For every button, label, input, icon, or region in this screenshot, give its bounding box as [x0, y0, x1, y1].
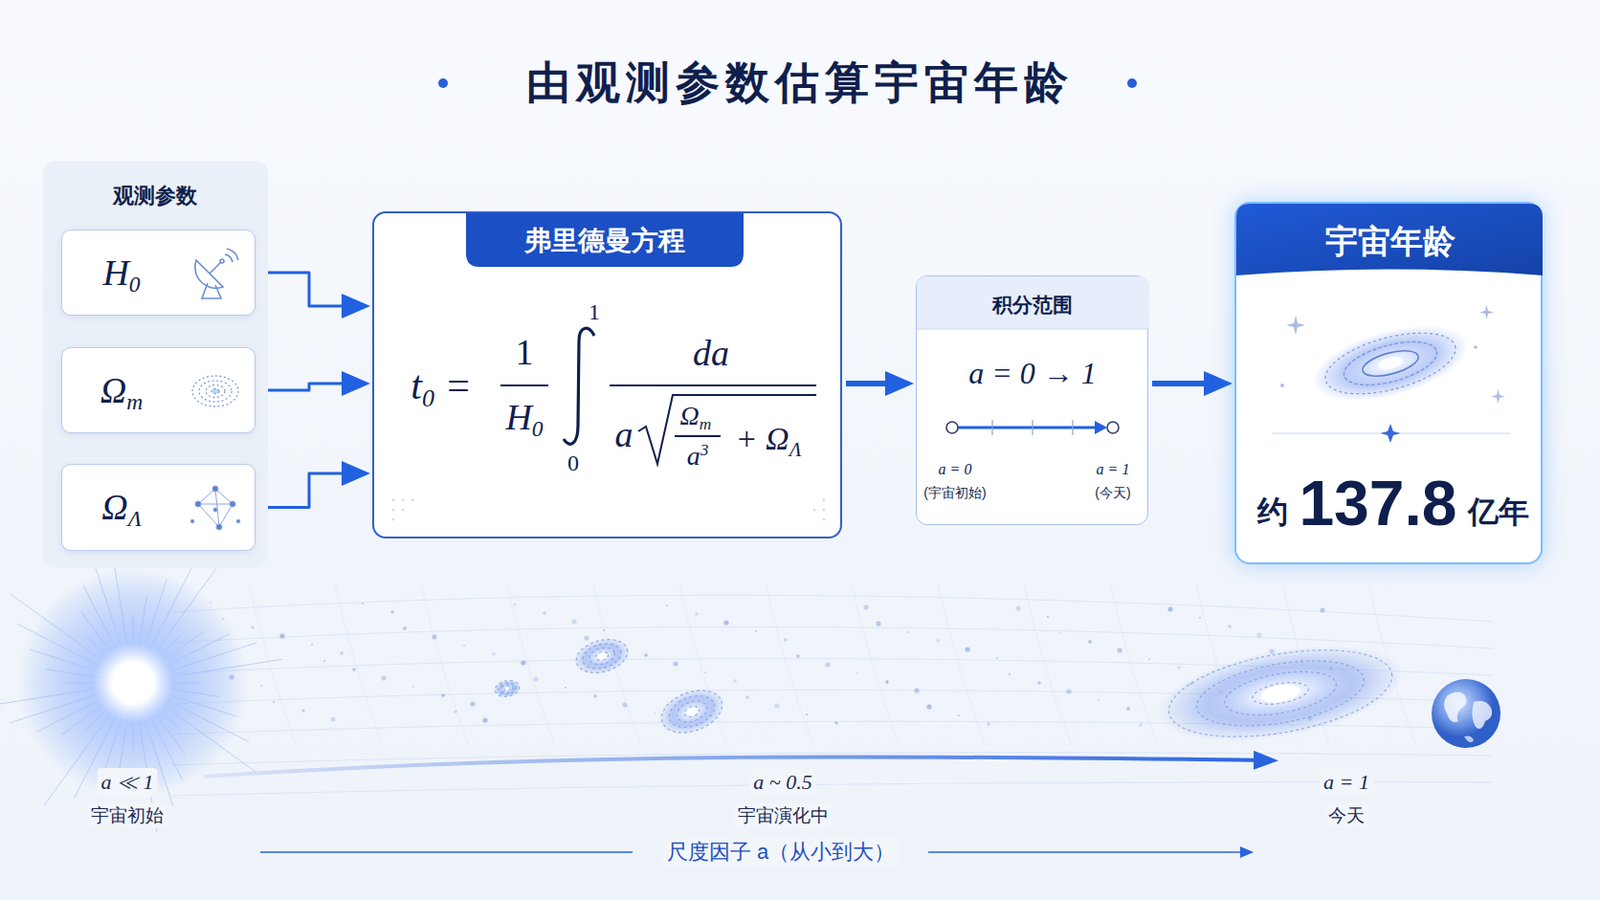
axis-note: (今天) — [1094, 485, 1131, 501]
flow-arrow — [845, 380, 899, 387]
scale-label: a ≪ 1 — [97, 768, 158, 798]
parameter-box: ΩΛ — [61, 464, 256, 552]
equation-box: 弗里德曼方程 t0 = 1H0 1 0 da a Ωm a3 + ΩΛ — [372, 211, 843, 539]
formula-term: 1 — [515, 332, 534, 375]
formula-term: t0 = — [410, 362, 472, 409]
formula-term: + ΩΛ — [735, 420, 802, 458]
scale-label: a ~ 0.5 — [749, 770, 816, 796]
range-heading: 积分范围 — [992, 293, 1073, 317]
flow-arrow — [255, 473, 356, 509]
network-graphic — [62, 465, 255, 551]
formula-term: H0 — [505, 397, 543, 440]
result-box: 宇宙年龄约137.8 亿年 — [1234, 201, 1543, 565]
flow-arrow — [1152, 380, 1218, 387]
result-heading: 宇宙年龄 — [1325, 222, 1456, 261]
result-value: 137.8 — [1298, 467, 1457, 541]
axis-label: a = 0 — [938, 461, 973, 479]
flow-arrow — [255, 272, 356, 307]
integral-limit: 0 — [567, 450, 579, 478]
result-prefix: 约 — [1257, 494, 1289, 531]
parameter-box: Ωm — [61, 347, 256, 434]
range-box: 积分范围 a = 0 → 1 a = 0 (宇宙初始) a = 1 (今天) — [915, 275, 1149, 526]
scale-label: a = 1 — [1319, 770, 1374, 796]
axis-label: a = 1 — [1096, 461, 1131, 479]
range-expression: a = 0 → 1 — [968, 355, 1097, 392]
parameter-box: H0 — [61, 229, 256, 316]
stage-label: 宇宙初始 — [87, 803, 168, 829]
formula-term: Ωm — [680, 400, 712, 432]
spiral-graphic — [62, 348, 255, 433]
formula-term: a3 — [687, 441, 710, 472]
axis-note: (宇宙初始) — [923, 485, 986, 501]
diagram-title: 由观测参数估算宇宙年龄 — [526, 53, 1074, 113]
result-unit: 亿年 — [1467, 494, 1530, 531]
integral-limit: 1 — [588, 299, 600, 327]
parameter-symbol: ΩΛ — [101, 487, 142, 530]
formula-term: a — [615, 414, 634, 457]
parameter-symbol: H0 — [102, 252, 140, 295]
axis-title: 尺度因子 a（从小到大） — [663, 838, 899, 867]
stage-label: 今天 — [1324, 803, 1369, 829]
flow-arrow — [255, 383, 356, 391]
stage-label: 宇宙演化中 — [733, 803, 833, 829]
dish-graphic — [62, 230, 255, 315]
parameter-symbol: Ωm — [100, 370, 144, 413]
panel-heading: 观测参数 — [112, 183, 198, 208]
equation-heading: 弗里德曼方程 — [524, 225, 686, 257]
parameter-panel: 观测参数 H0ΩmΩΛ — [43, 160, 268, 569]
formula-term: da — [692, 333, 730, 376]
